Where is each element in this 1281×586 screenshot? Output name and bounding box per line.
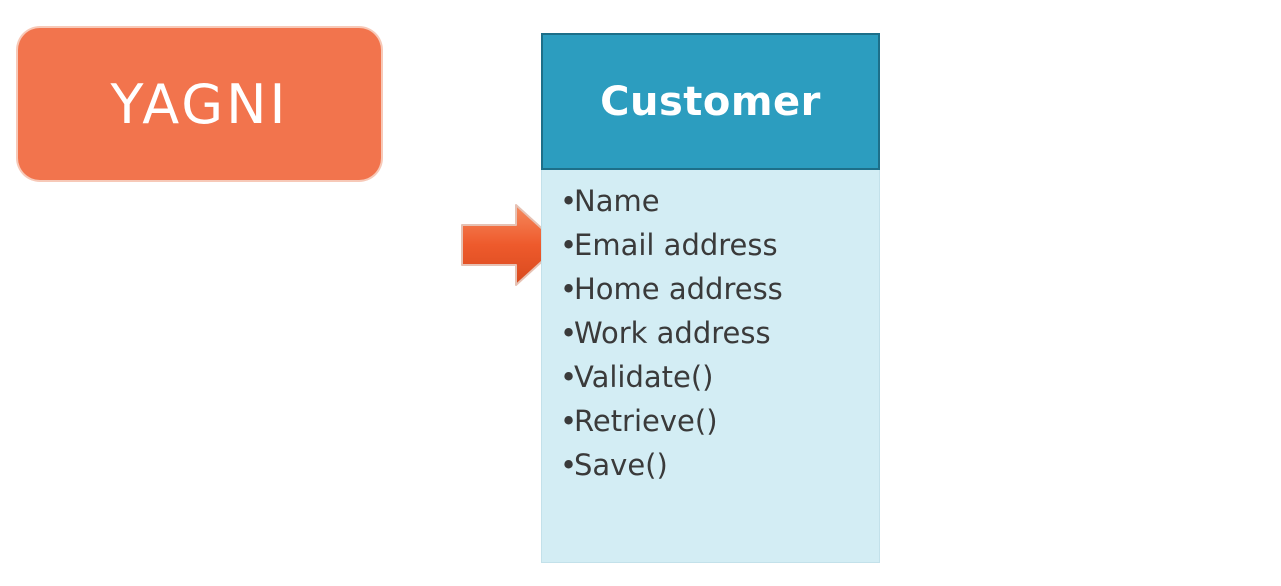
class-title: Customer (600, 78, 821, 125)
member-label: Save() (574, 448, 668, 482)
bullet: • (560, 360, 578, 394)
member-email-address: •Email address (560, 223, 783, 267)
bullet: • (560, 404, 578, 438)
bullet: • (560, 228, 578, 262)
bullet: • (560, 448, 578, 482)
member-label: Validate() (574, 360, 714, 394)
bullet: • (560, 316, 578, 350)
member-retrieve: •Retrieve() (560, 399, 783, 443)
member-label: Retrieve() (574, 404, 718, 438)
customer-class-box: Customer •Name •Email address •Home addr… (541, 33, 880, 563)
member-save: •Save() (560, 443, 783, 487)
member-label: Email address (574, 228, 778, 262)
member-name: •Name (560, 179, 783, 223)
member-label: Name (574, 184, 660, 218)
arrow-right-icon (461, 204, 561, 286)
badge-label: YAGNI (110, 72, 289, 136)
member-list: •Name •Email address •Home address •Work… (560, 179, 783, 487)
member-label: Home address (574, 272, 783, 306)
member-home-address: •Home address (560, 267, 783, 311)
class-header: Customer (541, 33, 880, 170)
member-validate: •Validate() (560, 355, 783, 399)
yagni-badge: YAGNI (18, 28, 381, 180)
bullet: • (560, 184, 578, 218)
member-label: Work address (574, 316, 771, 350)
bullet: • (560, 272, 578, 306)
member-work-address: •Work address (560, 311, 783, 355)
